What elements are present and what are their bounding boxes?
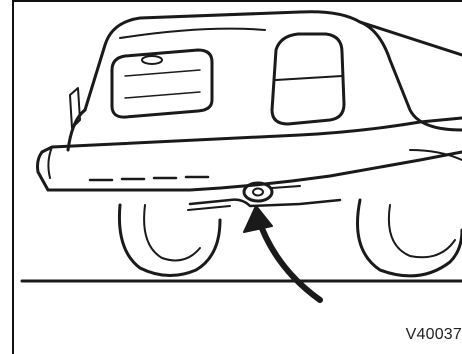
figure-code: V40037 [406, 326, 462, 344]
eyelet-bracket [272, 186, 300, 188]
tail-lamp-divider [276, 76, 342, 80]
bumper-top [42, 118, 462, 152]
rear-wheel-right [358, 200, 462, 276]
pointer-arrow-shaft [258, 218, 320, 300]
bumper-vents [90, 177, 208, 180]
wheel-rim-right [389, 205, 455, 257]
wheel-rim-left [144, 205, 200, 260]
towing-eyelet-hole [253, 189, 263, 196]
hatch-crease [120, 29, 265, 38]
emblem [142, 56, 162, 64]
tow-bar [188, 206, 230, 210]
pointer-arrow-head [244, 206, 272, 232]
rear-wheel-left [119, 205, 220, 276]
license-plate-lines [125, 70, 200, 98]
bumper-end [48, 147, 52, 178]
